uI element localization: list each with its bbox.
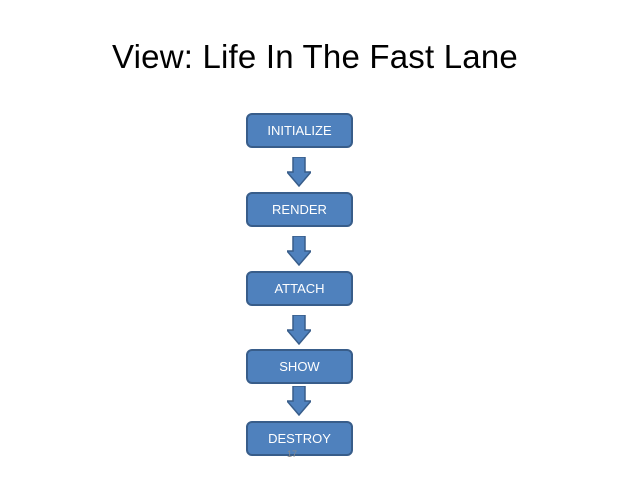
step-label: DESTROY (268, 431, 331, 446)
step-show: SHOW (246, 349, 353, 384)
step-render: RENDER (246, 192, 353, 227)
step-label: RENDER (272, 202, 327, 217)
step-attach: ATTACH (246, 271, 353, 306)
step-destroy: DESTROY (246, 421, 353, 456)
slide-title: View: Life In The Fast Lane (112, 38, 518, 75)
step-label: ATTACH (274, 281, 325, 296)
step-initialize: INITIALIZE (246, 113, 353, 148)
step-label: SHOW (279, 359, 320, 374)
step-label: INITIALIZE (267, 123, 332, 138)
down-arrow-icon (287, 315, 311, 345)
down-arrow-icon (287, 236, 311, 266)
down-arrow-icon (287, 386, 311, 416)
slide-number: 17 (287, 449, 298, 459)
down-arrow-icon (287, 157, 311, 187)
